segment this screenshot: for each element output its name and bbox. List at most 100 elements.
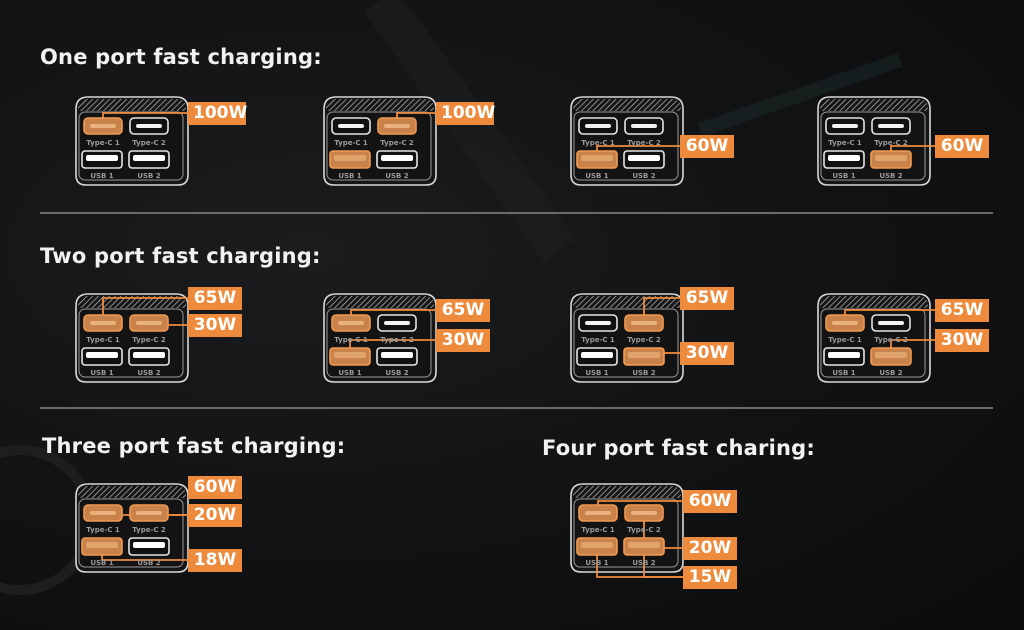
wattage-label: 60W bbox=[683, 490, 737, 513]
wattage-label: 18W bbox=[188, 549, 242, 572]
port-label-u2: USB 2 bbox=[385, 172, 408, 180]
wattage-label: 65W bbox=[188, 287, 242, 310]
port-connector-slot bbox=[90, 321, 116, 325]
port-label-c2: Type-C 2 bbox=[380, 139, 414, 147]
port-connector-slot bbox=[878, 321, 904, 325]
port-label-c1: Type-C 1 bbox=[86, 526, 120, 534]
port-connector-slot bbox=[631, 511, 657, 515]
leader-line bbox=[349, 339, 436, 348]
port-connector-slot bbox=[133, 352, 165, 358]
leader-lines bbox=[890, 145, 935, 151]
wattage-label: 20W bbox=[683, 537, 737, 560]
port-label-c1: Type-C 1 bbox=[581, 526, 615, 534]
port-connector-slot bbox=[878, 124, 904, 128]
section-title-one-port: One port fast charging: bbox=[40, 45, 322, 69]
port-connector-slot bbox=[875, 155, 907, 161]
leader-line bbox=[643, 297, 680, 315]
wattage-label: 60W bbox=[680, 135, 734, 158]
port-label-u1: USB 1 bbox=[90, 369, 113, 377]
port-label-c2: Type-C 2 bbox=[627, 336, 661, 344]
port-connector-slot bbox=[628, 352, 660, 358]
port-connector-slot bbox=[334, 155, 366, 161]
port-label-c2: Type-C 2 bbox=[132, 526, 166, 534]
vent-grille bbox=[820, 99, 928, 111]
wattage-label: 15W bbox=[683, 566, 737, 589]
port-connector-slot bbox=[86, 542, 118, 548]
port-label-u2: USB 2 bbox=[385, 369, 408, 377]
port-connector-slot bbox=[381, 155, 413, 161]
port-connector-slot bbox=[631, 321, 657, 325]
wattage-label: 30W bbox=[680, 342, 734, 365]
leader-line bbox=[396, 112, 436, 118]
port-connector-slot bbox=[832, 124, 858, 128]
port-connector-slot bbox=[832, 321, 858, 325]
port-label-u1: USB 1 bbox=[832, 369, 855, 377]
port-label-c2: Type-C 2 bbox=[874, 336, 908, 344]
vent-grille bbox=[573, 296, 681, 308]
port-connector-slot bbox=[581, 352, 613, 358]
wattage-label: 30W bbox=[436, 329, 490, 352]
port-connector-slot bbox=[338, 124, 364, 128]
power-bank-diagram: Type-C 1 Type-C 2 USB 1 USB 2 60W bbox=[810, 95, 1024, 195]
port-connector-slot bbox=[133, 155, 165, 161]
vent-grille bbox=[573, 99, 681, 111]
port-connector-slot bbox=[334, 352, 366, 358]
port-label-u1: USB 1 bbox=[832, 172, 855, 180]
port-connector-slot bbox=[90, 124, 116, 128]
power-bank-illustration: Type-C 1 Type-C 2 USB 1 USB 2 bbox=[817, 96, 935, 186]
port-label-c2: Type-C 2 bbox=[380, 336, 414, 344]
port-label-c1: Type-C 1 bbox=[86, 139, 120, 147]
port-label-u1: USB 1 bbox=[585, 172, 608, 180]
port-label-c2: Type-C 2 bbox=[132, 336, 166, 344]
port-connector-slot bbox=[90, 511, 116, 515]
port-label-c2: Type-C 2 bbox=[874, 139, 908, 147]
port-connector-slot bbox=[828, 155, 860, 161]
port-label-u1: USB 1 bbox=[90, 172, 113, 180]
wattage-label: 30W bbox=[188, 314, 242, 337]
port-connector-slot bbox=[828, 352, 860, 358]
wattage-label: 60W bbox=[188, 476, 242, 499]
leader-lines bbox=[643, 297, 680, 354]
port-connector-slot bbox=[136, 321, 162, 325]
leader-lines bbox=[396, 112, 436, 118]
leader-lines bbox=[596, 145, 680, 151]
leader-line bbox=[102, 112, 188, 118]
port-label-c1: Type-C 1 bbox=[86, 336, 120, 344]
port-connector-slot bbox=[136, 511, 162, 515]
leader-line bbox=[844, 309, 935, 315]
port-label-c1: Type-C 1 bbox=[581, 139, 615, 147]
vent-grille bbox=[820, 296, 928, 308]
wattage-label: 100W bbox=[436, 102, 495, 125]
port-connector-slot bbox=[585, 511, 611, 515]
leader-line bbox=[890, 339, 935, 348]
port-connector-slot bbox=[384, 321, 410, 325]
port-label-u2: USB 2 bbox=[879, 172, 902, 180]
section-title-three-port: Three port fast charging: bbox=[42, 434, 346, 458]
divider bbox=[40, 407, 993, 409]
port-label-c2: Type-C 2 bbox=[627, 526, 661, 534]
leader-lines bbox=[349, 309, 436, 348]
port-connector-slot bbox=[86, 155, 118, 161]
port-label-c1: Type-C 1 bbox=[828, 139, 862, 147]
wattage-label: 60W bbox=[935, 135, 989, 158]
port-connector-slot bbox=[585, 321, 611, 325]
vent-grille bbox=[78, 486, 186, 498]
port-label-c2: Type-C 2 bbox=[627, 139, 661, 147]
leader-line bbox=[643, 555, 683, 578]
port-connector-slot bbox=[384, 124, 410, 128]
section-title-two-port: Two port fast charging: bbox=[40, 244, 321, 268]
